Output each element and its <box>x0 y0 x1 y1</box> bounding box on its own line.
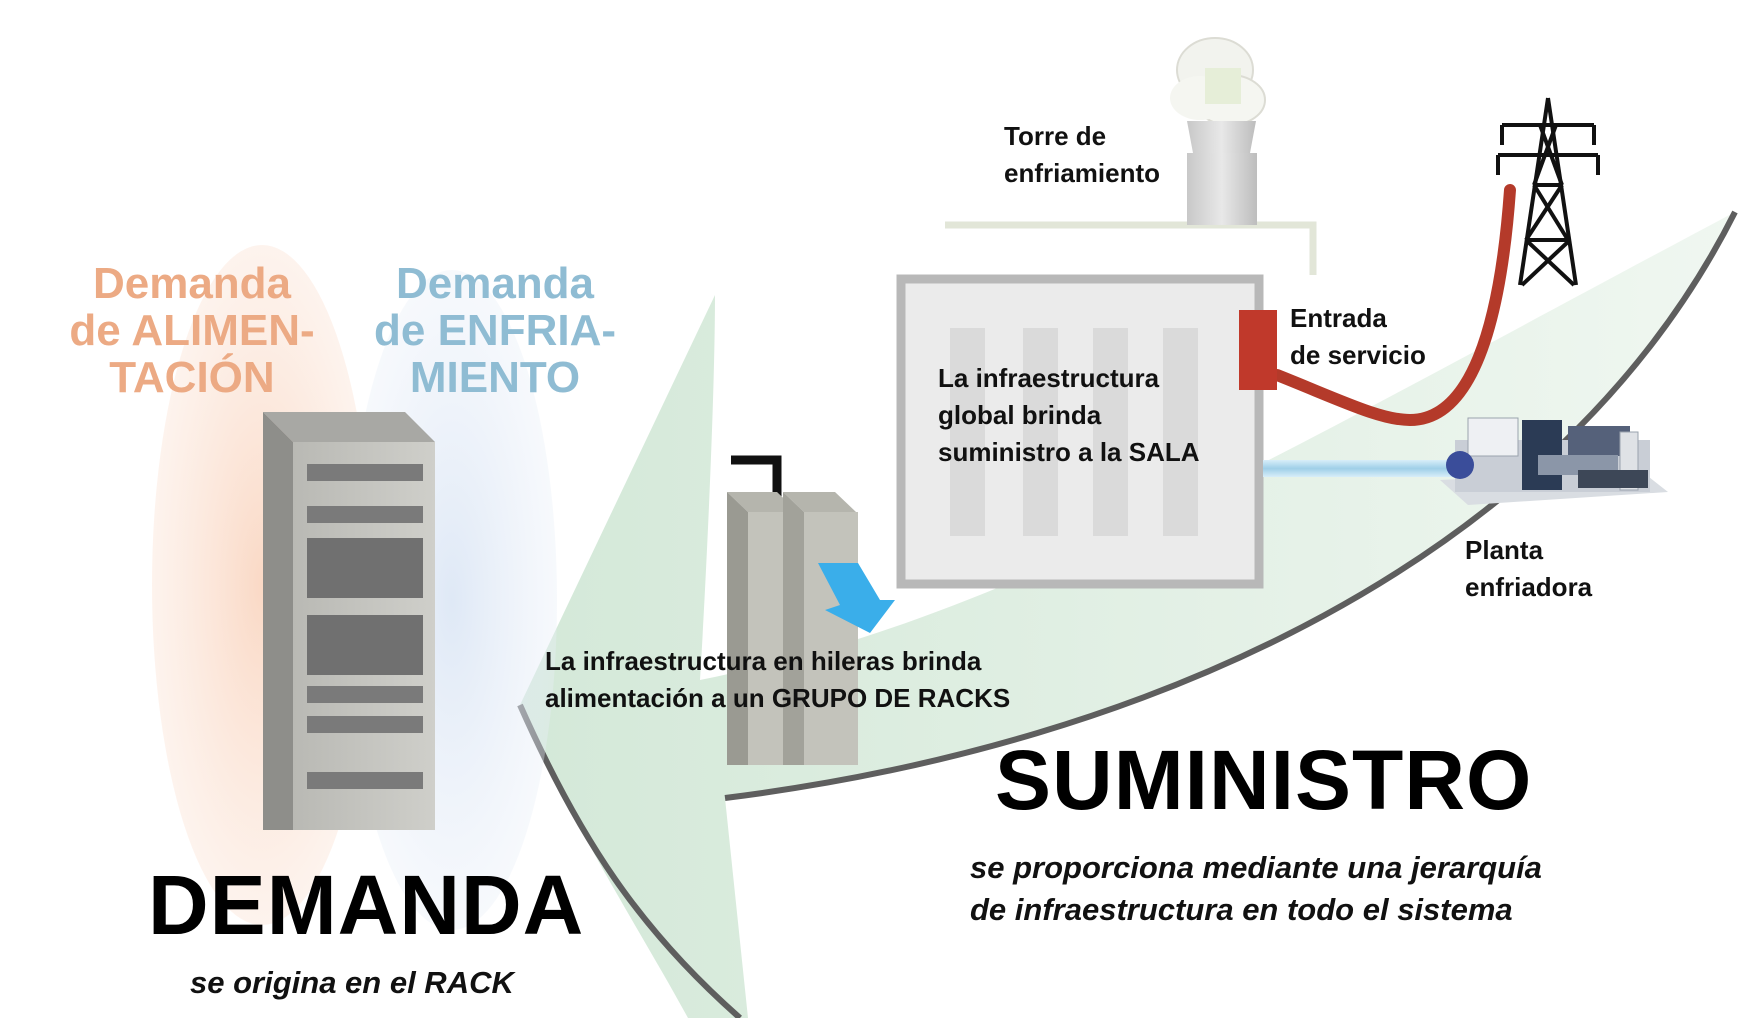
room-label-line3: suministro a la SALA <box>938 437 1200 467</box>
power-tower-icon <box>1496 97 1600 287</box>
cooling-demand-heading: Demanda de ENFRIA- MIENTO <box>350 260 640 401</box>
service-entrance-label-line2: de servicio <box>1290 340 1426 370</box>
cooling-demand-line2: de ENFRIA- <box>374 306 616 355</box>
cooling-tower-label-line1: Torre de <box>1004 121 1107 151</box>
cooling-tower-label: Torre de enfriamiento <box>1004 118 1160 192</box>
supply-subtitle-line1: se proporciona mediante una jerarquía <box>970 850 1542 885</box>
room-label: La infraestructura global brinda suminis… <box>938 360 1200 471</box>
power-demand-line1: Demanda <box>92 259 292 308</box>
cooling-demand-line3: MIENTO <box>409 353 581 402</box>
row-label-line1: La infraestructura en hileras brinda <box>545 646 982 676</box>
demand-title: DEMANDA <box>148 858 585 952</box>
cooling-flow-arrow-icon <box>818 563 895 633</box>
chiller-label-line2: enfriadora <box>1465 572 1593 602</box>
chiller-label: Planta enfriadora <box>1465 532 1592 606</box>
room-box <box>896 274 1264 589</box>
server-rack-icon <box>263 412 435 830</box>
row-label: La infraestructura en hileras brinda ali… <box>545 643 1010 717</box>
chiller-plant-icon <box>1440 417 1668 505</box>
cooling-tower-label-line2: enfriamiento <box>1004 158 1161 188</box>
power-demand-heading: Demanda de ALIMEN- TACIÓN <box>42 260 342 401</box>
service-entrance-label-line1: Entrada <box>1290 303 1387 333</box>
supply-subtitle-line2: de infraestructura en todo el sistema <box>970 892 1513 927</box>
demand-subtitle: se origina en el RACK <box>190 965 514 1000</box>
room-label-line1: La infraestructura <box>938 363 1160 393</box>
chiller-label-line1: Planta <box>1465 535 1544 565</box>
cooling-tower-icon <box>1170 37 1266 225</box>
tower-pipe <box>945 221 1317 275</box>
service-entrance-label: Entrada de servicio <box>1290 300 1426 374</box>
row-racks-icon <box>727 455 895 765</box>
row-label-line2: alimentación a un GRUPO DE RACKS <box>545 683 1011 713</box>
cooling-demand-line1: Demanda <box>395 259 595 308</box>
supply-title: SUMINISTRO <box>995 733 1533 827</box>
power-demand-line2: de ALIMEN- <box>69 306 315 355</box>
power-demand-line3: TACIÓN <box>109 353 275 402</box>
room-label-line2: global brinda <box>938 400 1102 430</box>
service-entrance <box>1239 184 1516 427</box>
chilled-water-pipe <box>1263 460 1458 477</box>
supply-subtitle: se proporciona mediante una jerarquía de… <box>970 847 1542 931</box>
